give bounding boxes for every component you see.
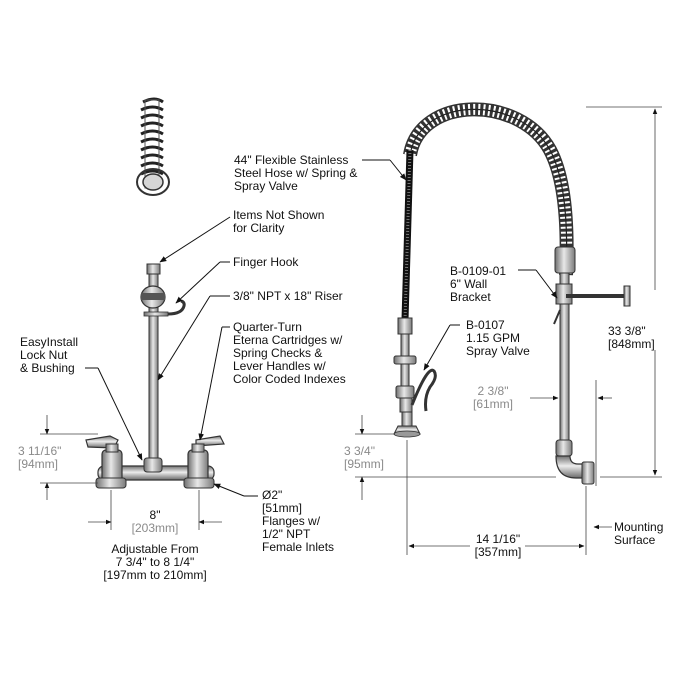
dimension-lines-right	[355, 106, 662, 555]
dim-metric: [848mm]	[608, 337, 655, 351]
callout-line: EasyInstall	[20, 335, 79, 349]
callout-quarter-turn: Quarter-Turn Eterna Cartridges w/ Spring…	[233, 321, 346, 386]
callout-mounting-surface: Mounting Surface	[614, 521, 663, 547]
callout-finger-hook: Finger Hook	[233, 255, 299, 269]
dim-imperial: 2 3/8"	[477, 384, 509, 398]
dimension-lines-left	[40, 415, 222, 530]
callout-line: Mounting	[614, 520, 664, 534]
finger-hook	[140, 285, 186, 317]
callout-line: for Clarity	[233, 221, 285, 235]
callout-items-not-shown: Items Not Shown for Clarity	[233, 209, 324, 235]
callout-line: 1/2" NPT	[262, 527, 311, 541]
callout-bracket: B-0109-01 6" Wall Bracket	[450, 265, 506, 304]
callout-riser: 3/8" NPT x 18" Riser	[233, 289, 343, 303]
callout-line: Spray Valve	[234, 179, 298, 193]
callout-line: B-0107	[466, 318, 505, 332]
dim-adjustable: Adjustable From 7 3/4" to 8 1/4" [197mm …	[86, 543, 224, 582]
callout-line: Lock Nut	[20, 348, 68, 362]
dim-center: 8" [203mm]	[122, 509, 188, 535]
dim-projection: 14 1/16" [357mm]	[458, 533, 538, 559]
flexible-hose	[401, 149, 414, 321]
wall-riser	[553, 246, 631, 485]
callout-line: [51mm]	[262, 501, 303, 515]
callout-line: Spray Valve	[466, 344, 530, 358]
dim-offset-right: 3 3/4" [95mm]	[344, 445, 384, 471]
spring-detail	[136, 97, 170, 196]
callout-line: Items Not Shown	[233, 208, 325, 222]
callout-line: Surface	[614, 533, 656, 547]
callout-line: & Bushing	[20, 361, 75, 375]
dim-metric: [357mm]	[474, 545, 522, 559]
callout-line: B-0109-01	[450, 264, 507, 278]
callout-line: Female Inlets	[262, 540, 335, 554]
callout-line: Flanges w/	[262, 514, 321, 528]
coiled-hose-spring	[403, 102, 574, 276]
dim-line: Adjustable From	[111, 542, 199, 556]
dim-metric: [203mm]	[131, 521, 179, 535]
callout-line: Bracket	[450, 290, 491, 304]
dim-imperial: 33 3/8"	[608, 324, 646, 338]
dim-line: [197mm to 210mm]	[103, 568, 207, 582]
dim-imperial: 3 3/4"	[344, 444, 375, 458]
callout-easyinstall: EasyInstall Lock Nut & Bushing	[20, 336, 78, 375]
callout-line: Steel Hose w/ Spring &	[234, 166, 358, 180]
callout-line: Spring Checks &	[233, 346, 323, 360]
callout-line: Ø2"	[262, 488, 283, 502]
dim-line: 7 3/4" to 8 1/4"	[115, 555, 195, 569]
dim-imperial: 14 1/16"	[475, 532, 521, 546]
callout-line: 1.15 GPM	[466, 331, 521, 345]
callout-line: Lever Handles w/	[233, 359, 326, 373]
leader-lines-right	[362, 159, 558, 371]
callout-hose: 44" Flexible Stainless Steel Hose w/ Spr…	[234, 154, 357, 193]
callout-line: Quarter-Turn	[233, 320, 302, 334]
dim-offset-left: 3 11/16" [94mm]	[18, 445, 61, 471]
dim-height-total: 33 3/8" [848mm]	[608, 325, 678, 351]
callout-line: 44" Flexible Stainless	[234, 153, 349, 167]
dim-metric: [95mm]	[344, 457, 385, 471]
dim-imperial: 3 11/16"	[18, 444, 62, 458]
leader-lines-left	[85, 216, 258, 497]
callout-flanges: Ø2" [51mm] Flanges w/ 1/2" NPT Female In…	[262, 489, 334, 554]
dim-imperial: 8"	[149, 508, 161, 522]
callout-line: Eterna Cartridges w/	[233, 333, 343, 347]
callout-line: Color Coded Indexes	[233, 372, 346, 386]
dim-metric: [61mm]	[472, 397, 513, 411]
dim-metric: [94mm]	[18, 457, 59, 471]
dim-riser-offset: 2 3/8" [61mm]	[458, 385, 528, 411]
spray-valve	[393, 317, 437, 438]
callout-line: 6" Wall	[450, 277, 488, 291]
callout-spray-valve: B-0107 1.15 GPM Spray Valve	[466, 319, 530, 358]
